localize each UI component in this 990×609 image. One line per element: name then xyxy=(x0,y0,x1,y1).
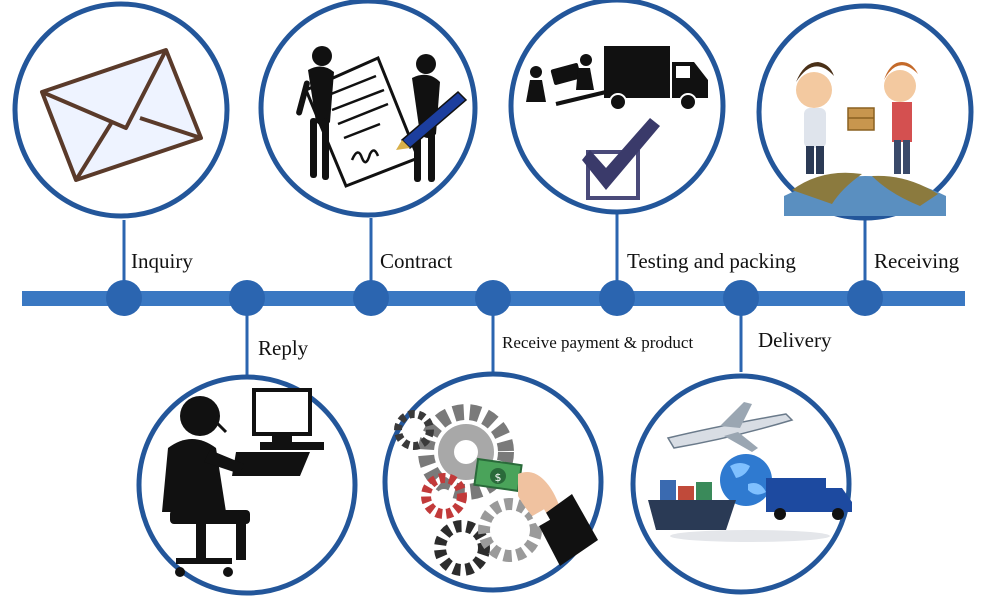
truck-and-checkmark-icon xyxy=(526,46,708,200)
operator-at-computer-icon xyxy=(162,388,324,577)
gear-small-left xyxy=(394,410,434,450)
node-reply xyxy=(229,280,265,316)
envelope-icon xyxy=(40,48,203,182)
gear-red xyxy=(421,473,467,519)
gear-right xyxy=(478,498,542,562)
step-label-delivery: Delivery xyxy=(758,328,832,352)
gears-and-payment-icon: $ xyxy=(394,404,598,576)
step-label-receiving: Receiving xyxy=(874,249,960,273)
timeline-nodes xyxy=(106,280,883,316)
handover-package-icon xyxy=(784,62,946,216)
global-shipping-icon xyxy=(648,402,852,542)
node-inquiry xyxy=(106,280,142,316)
step-reply-circle xyxy=(136,374,358,596)
node-delivery xyxy=(723,280,759,316)
person-right xyxy=(884,62,918,174)
step-payment-circle: $ xyxy=(382,371,604,593)
step-receiving-circle xyxy=(756,3,974,221)
signing-contract-icon xyxy=(296,46,468,188)
step-label-testing: Testing and packing xyxy=(627,249,796,273)
node-testing xyxy=(599,280,635,316)
step-label-inquiry: Inquiry xyxy=(131,249,193,273)
step-label-contract: Contract xyxy=(380,249,453,273)
step-label-payment: Receive payment & product xyxy=(502,333,694,352)
step-contract-circle xyxy=(258,0,478,218)
step-inquiry-circle xyxy=(12,1,230,219)
node-receiving xyxy=(847,280,883,316)
svg-text:$: $ xyxy=(495,471,502,484)
person-left xyxy=(796,62,834,174)
node-payment xyxy=(475,280,511,316)
step-delivery-circle xyxy=(630,373,852,595)
node-contract xyxy=(353,280,389,316)
step-testing-circle xyxy=(508,0,726,215)
step-label-reply: Reply xyxy=(258,336,309,360)
